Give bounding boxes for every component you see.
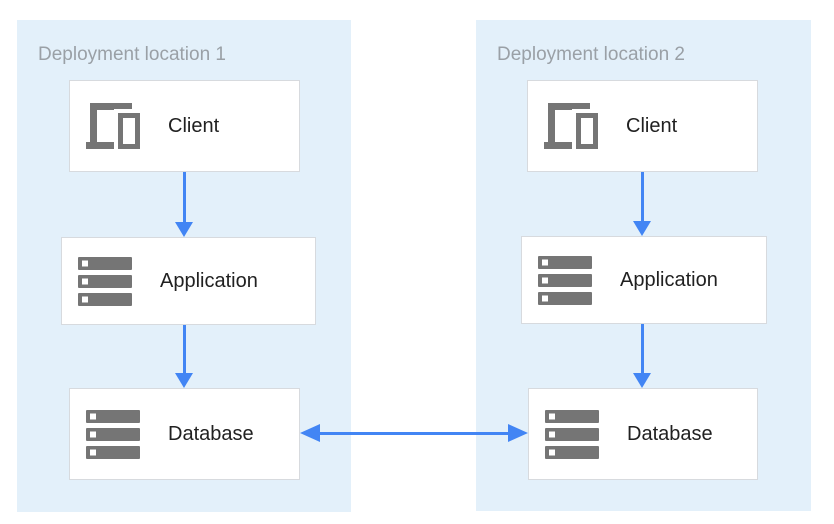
node-label: Database: [168, 422, 254, 445]
server-stack-icon: [78, 256, 132, 306]
server-stack-icon: [538, 255, 592, 305]
arrow-shaft: [641, 172, 644, 221]
arrow-head-down-icon: [633, 221, 651, 236]
arrow-head-left-icon: [300, 424, 320, 442]
devices-icon: [544, 103, 598, 149]
database-node-1: Database: [69, 388, 300, 480]
node-label: Application: [160, 269, 258, 292]
node-label: Application: [620, 268, 718, 291]
node-label: Database: [627, 422, 713, 445]
arrow-head-down-icon: [175, 222, 193, 237]
application-node-1: Application: [61, 237, 316, 325]
region-title: Deployment location 1: [38, 44, 226, 65]
arrow-head-down-icon: [175, 373, 193, 388]
arrow-shaft: [641, 324, 644, 373]
arrow-shaft: [317, 432, 511, 435]
arrow-shaft: [183, 172, 186, 222]
node-label: Client: [168, 114, 220, 137]
server-stack-icon: [86, 409, 140, 459]
arrow-head-down-icon: [633, 373, 651, 388]
arrow-shaft: [183, 325, 186, 373]
client-node-1: Client: [69, 80, 300, 172]
node-label: Client: [626, 114, 678, 137]
arrow-head-right-icon: [508, 424, 528, 442]
client-node-2: Client: [527, 80, 758, 172]
region-title: Deployment location 2: [497, 44, 685, 65]
devices-icon: [86, 103, 140, 149]
server-stack-icon: [545, 409, 599, 459]
database-node-2: Database: [528, 388, 758, 480]
application-node-2: Application: [521, 236, 767, 324]
